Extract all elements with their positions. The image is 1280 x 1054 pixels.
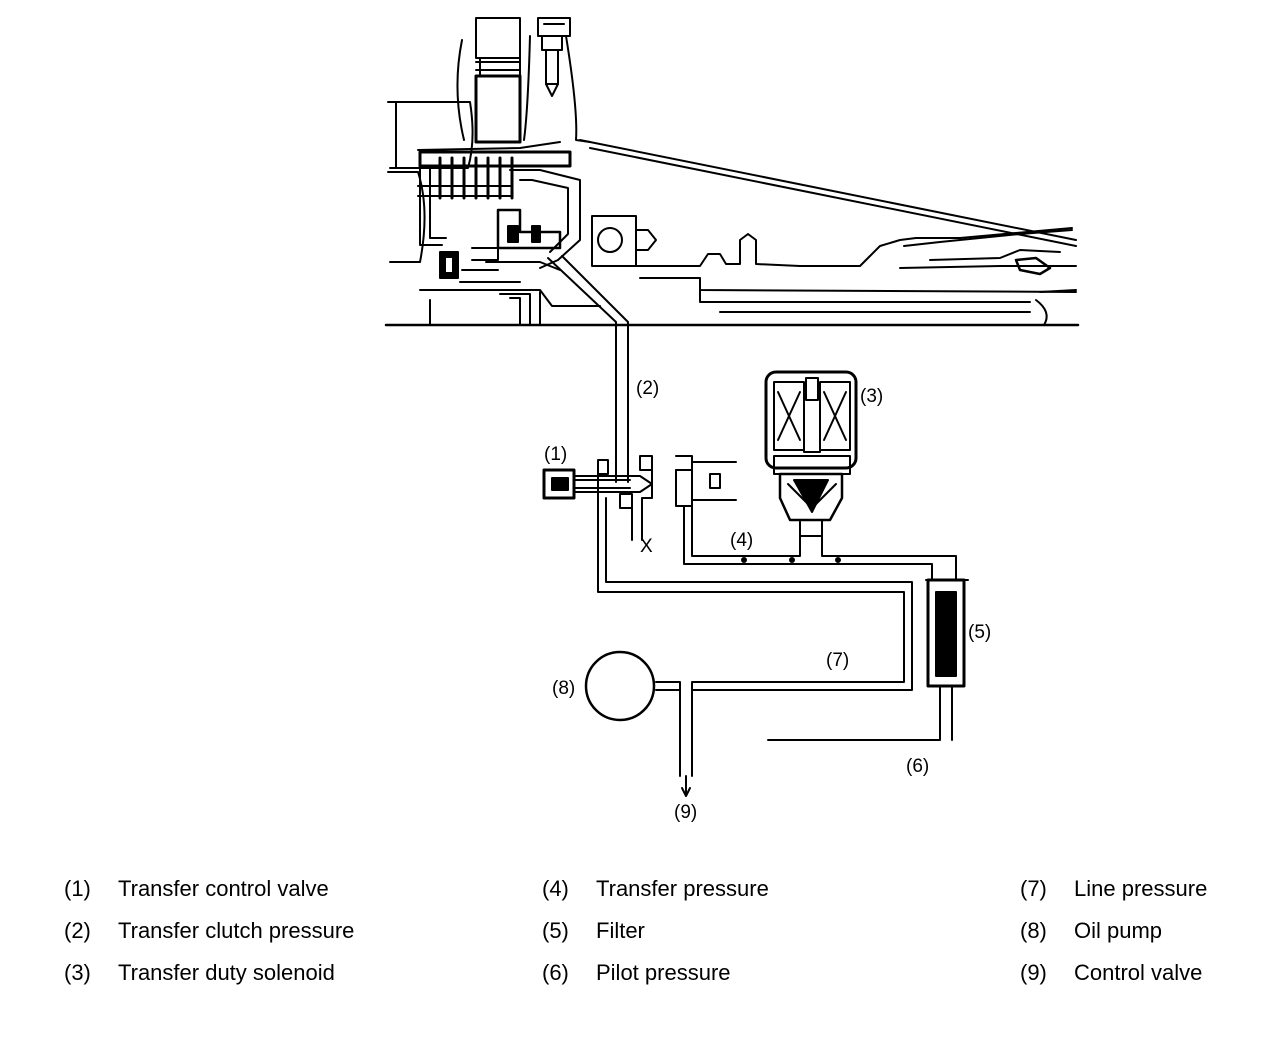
transfer-pressure-line — [683, 505, 957, 581]
transfer-duty-solenoid — [764, 370, 858, 553]
transfer-clutch-assembly — [384, 17, 1080, 327]
legend-label: Pilot pressure — [596, 960, 731, 985]
hydraulic-circuit-diagram: (1) (2) (3) (4) (5) (6) (7) (8) (9) X — [384, 17, 1080, 823]
callout-1: (1) — [544, 444, 567, 465]
filter — [767, 578, 969, 741]
legend-label: Transfer duty solenoid — [118, 960, 335, 985]
legend-label: Filter — [596, 918, 645, 943]
legend-number: (4) — [542, 876, 569, 901]
bolt — [537, 17, 571, 97]
oil-pump-symbol — [584, 650, 656, 722]
legend-number: (5) — [542, 918, 569, 943]
callout-7: (7) — [826, 650, 849, 671]
callout-6: (6) — [906, 756, 929, 777]
legend-label: Oil pump — [1074, 918, 1163, 943]
callout-3: (3) — [860, 386, 883, 407]
transfer-control-valve — [542, 455, 737, 541]
clutch-plates — [418, 150, 572, 200]
legend-number: (2) — [64, 918, 91, 943]
legend-number: (6) — [542, 960, 569, 985]
legend-label: Transfer clutch pressure — [118, 918, 355, 943]
legend: (1) Transfer control valve (2) Transfer … — [0, 868, 1280, 1018]
legend-number: (1) — [64, 876, 91, 901]
callout-4: (4) — [730, 530, 753, 551]
legend-label: Transfer control valve — [118, 876, 329, 901]
callout-2: (2) — [636, 378, 659, 399]
callout-9: (9) — [674, 802, 697, 823]
callouts: (1) (2) (3) (4) (5) (6) (7) (8) (9) X — [544, 378, 991, 823]
clutch-pressure-line — [547, 255, 629, 483]
callout-8: (8) — [552, 678, 575, 699]
legend-label: Transfer pressure — [596, 876, 769, 901]
legend-label: Line pressure — [1074, 876, 1208, 901]
legend-number: (9) — [1020, 960, 1047, 985]
legend-number: (8) — [1020, 918, 1047, 943]
line-pressure-circuit — [584, 497, 913, 797]
callout-5: (5) — [968, 622, 991, 643]
legend-label: Control valve — [1074, 960, 1203, 985]
x-mark: X — [640, 536, 653, 557]
legend-number: (3) — [64, 960, 91, 985]
legend-number: (7) — [1020, 876, 1047, 901]
